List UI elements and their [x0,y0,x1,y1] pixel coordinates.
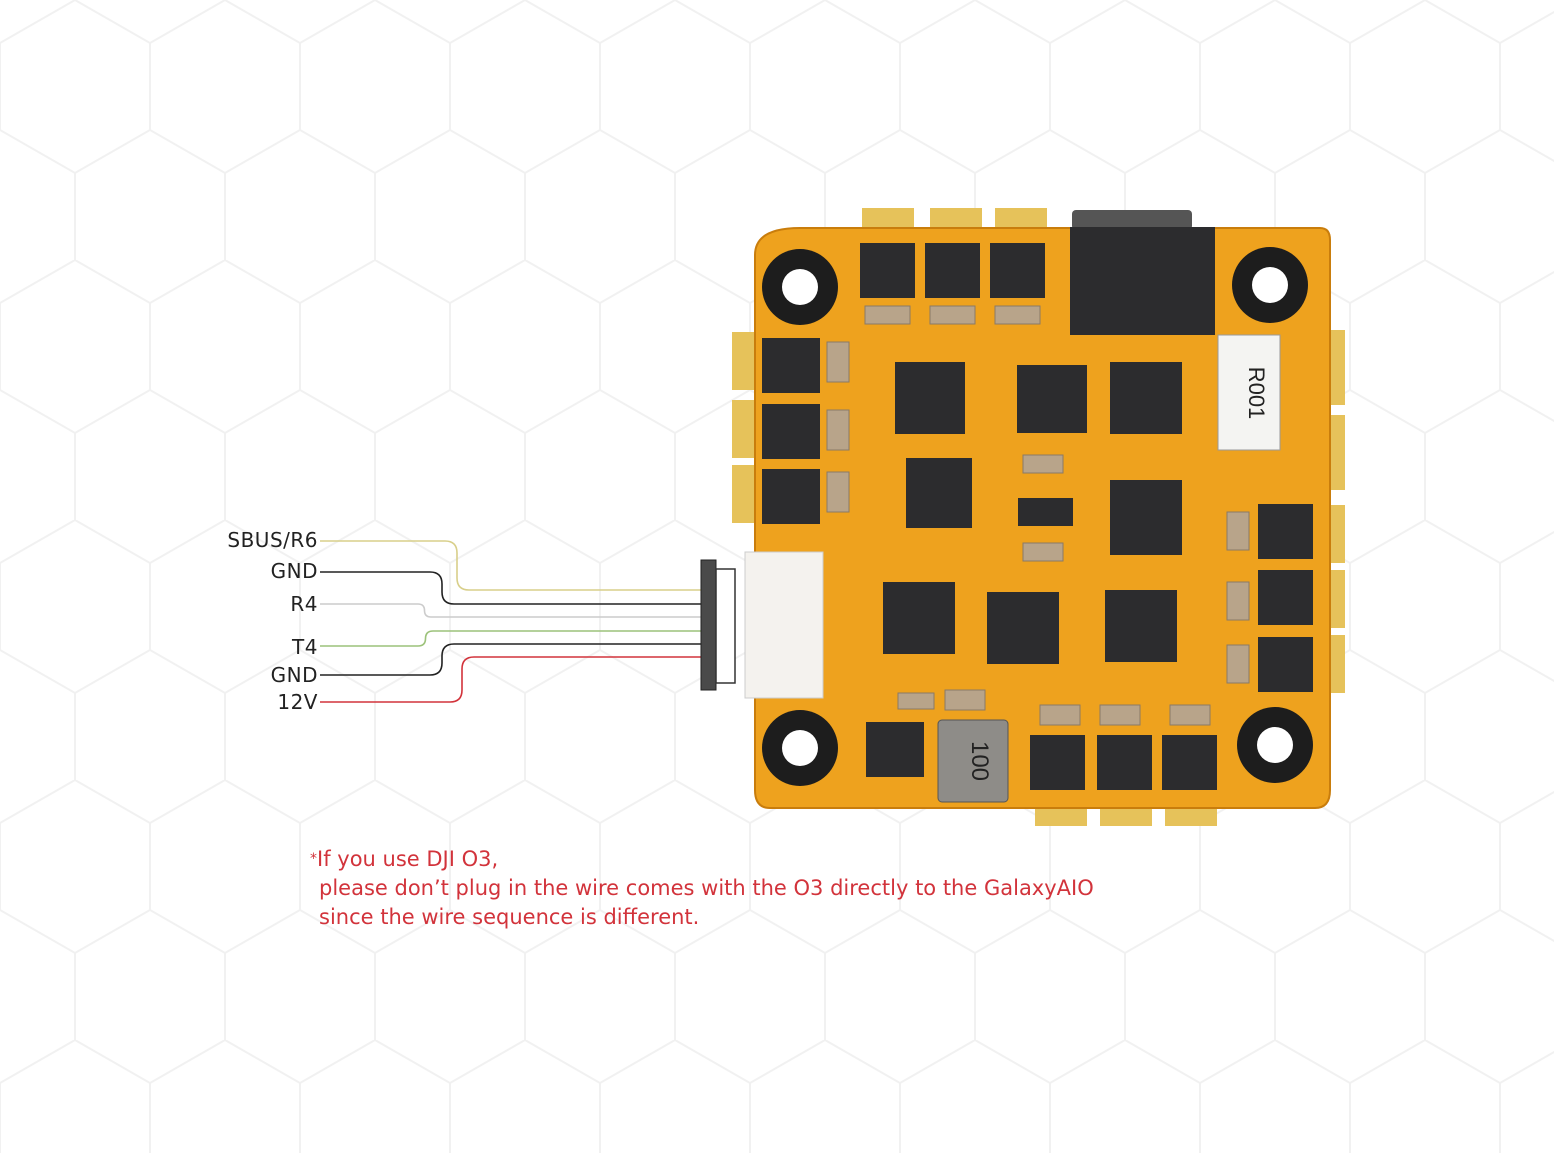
connector-plug [700,559,717,691]
wire-1 [320,571,701,605]
warning-note: *If you use DJI O3, please don’t plug in… [310,845,1094,932]
wire-2 [320,603,701,618]
chips [762,227,1313,790]
inductor-marking: 100 [966,741,993,781]
note-line-1: If you use DJI O3, [317,847,499,871]
flight-controller-board: R001 100 [732,208,1345,826]
resistor-marking: R001 [1244,367,1269,420]
wire-4 [320,643,701,676]
wire-label-gnd-1: GND [270,559,318,583]
wire-label-12v: 12V [277,690,318,714]
wire-3 [320,630,701,647]
note-line-3: since the wire sequence is different. [319,905,700,929]
wire-label-gnd-2: GND [270,663,318,687]
wire-5 [320,656,701,703]
shunt-resistor [1217,334,1281,451]
inductor [937,719,1009,803]
usb-port [1072,210,1192,230]
connector-housing [715,568,736,684]
capacitors [826,305,1250,726]
note-line-2: please don’t plug in the wire comes with… [319,876,1094,900]
board-connector [744,551,824,699]
wire-label-t4: T4 [292,635,318,659]
wire-label-r4: R4 [290,592,318,616]
wire-harness [320,540,701,703]
wire-0 [320,540,701,591]
mounting-holes [762,247,1313,786]
wire-label-sbus-r6: SBUS/R6 [227,528,318,552]
note-marker: * [310,851,317,867]
